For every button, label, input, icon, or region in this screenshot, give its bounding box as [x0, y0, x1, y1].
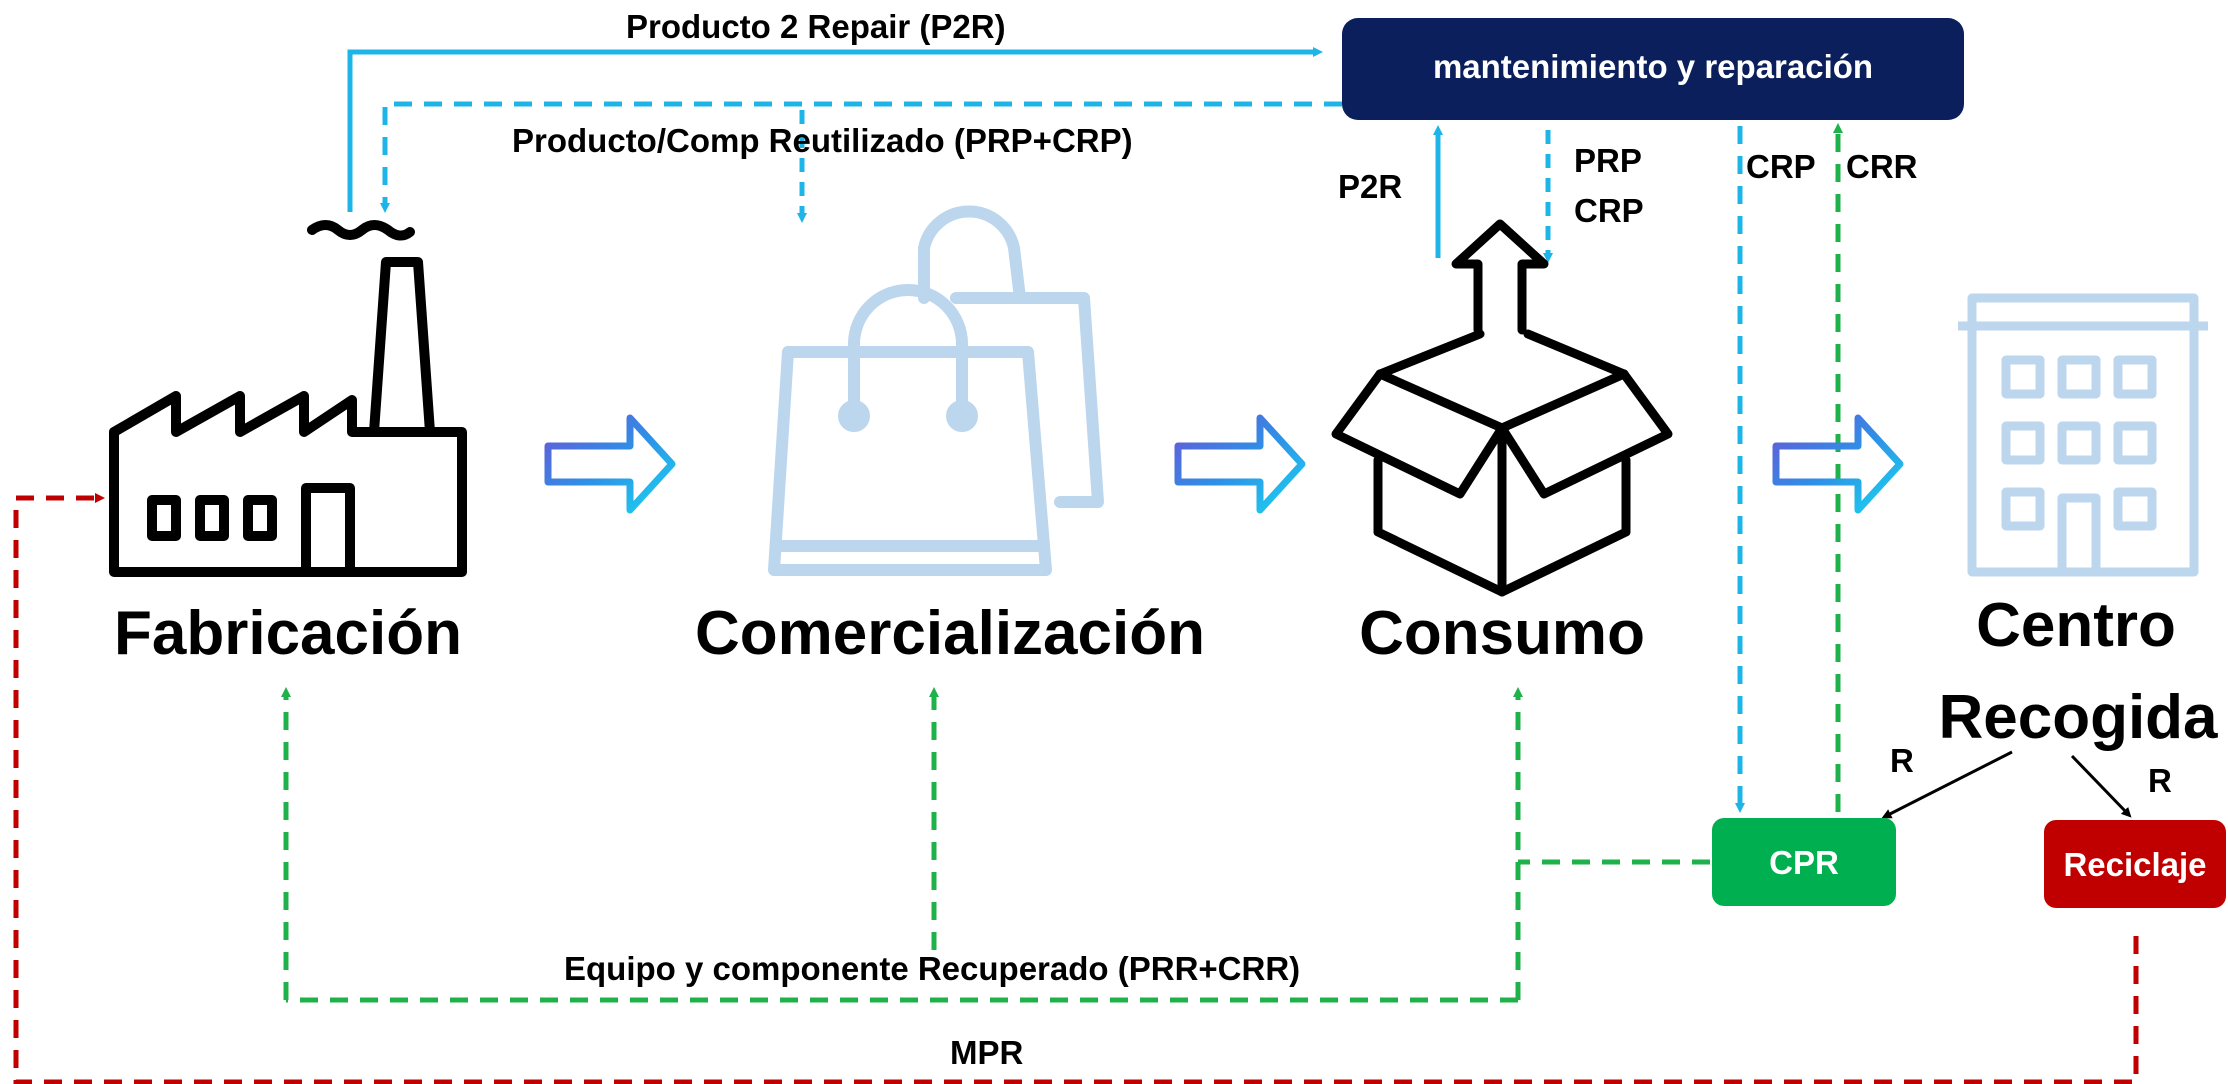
label-crp-down: CRP — [1574, 192, 1644, 229]
mpr-flow-line — [13, 493, 2139, 1084]
factory-icon — [109, 220, 467, 577]
r-arrow-to-cpr — [1881, 750, 2013, 819]
label-mpr: MPR — [950, 1034, 1024, 1071]
arrow-right-icon — [544, 414, 676, 514]
stage-centro: Centro — [1976, 591, 2176, 660]
label-crr: CRR — [1846, 148, 1918, 185]
shopping-bags-icon — [768, 205, 1104, 576]
label-p2r: P2R — [1338, 168, 1402, 205]
arrow-right-icon — [1174, 414, 1306, 514]
stage-comercializacion: Comercialización — [695, 599, 1205, 668]
open-box-icon — [1331, 219, 1673, 597]
label-reused: Producto/Comp Reutilizado (PRP+CRP) — [512, 122, 1133, 159]
label-recovered: Equipo y componente Recuperado (PRR+CRR) — [564, 950, 1300, 987]
p2r-flow-line — [347, 47, 1323, 212]
reciclaje-box: Reciclaje — [2044, 820, 2226, 908]
r-arrow-to-reciclaje — [2070, 754, 2132, 818]
mantenimiento-box: mantenimiento y reparación — [1342, 18, 1964, 120]
svg-text:mantenimiento y reparación: mantenimiento y reparación — [1433, 48, 1873, 85]
label-r-right: R — [2148, 762, 2172, 799]
label-r-left: R — [1890, 742, 1914, 779]
label-crp-right: CRP — [1746, 148, 1816, 185]
reused-flow-line — [380, 101, 1342, 213]
svg-text:CPR: CPR — [1769, 844, 1839, 881]
stage-fabricacion: Fabricación — [114, 599, 462, 668]
building-icon — [1958, 293, 2208, 577]
label-prp: PRP — [1574, 142, 1642, 179]
svg-text:Reciclaje: Reciclaje — [2063, 846, 2206, 883]
stage-consumo: Consumo — [1359, 599, 1645, 668]
label-p2r-top: Producto 2 Repair (P2R) — [626, 8, 1006, 45]
cpr-box: CPR — [1712, 818, 1896, 906]
stage-recogida: Recogida — [1938, 683, 2218, 752]
arrow-right-icon — [1772, 414, 1904, 514]
